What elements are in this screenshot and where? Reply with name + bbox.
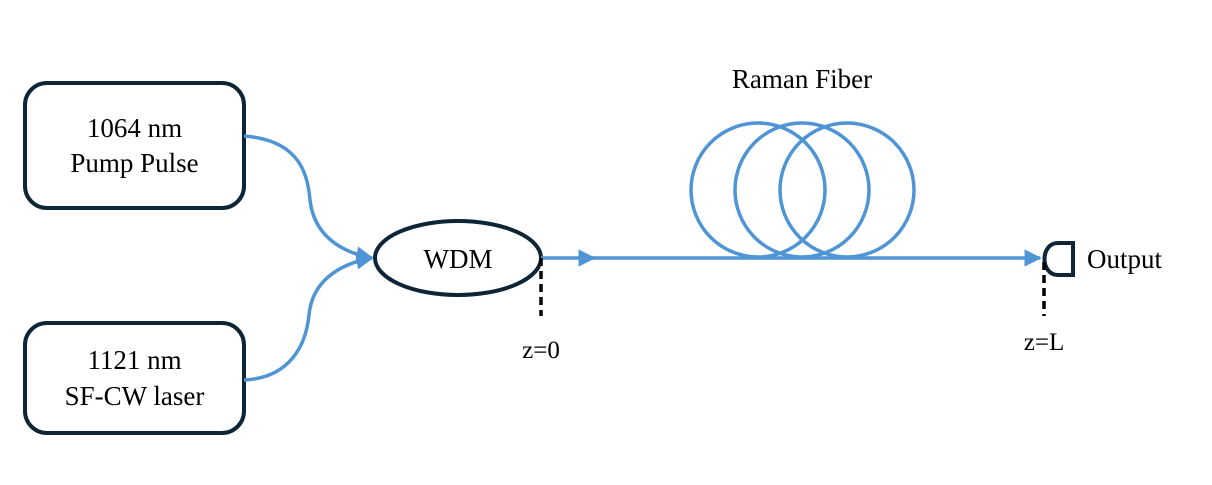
zL-label: z=L [1024, 329, 1064, 356]
output-label: Output [1087, 244, 1163, 274]
raman-fiber-coil [689, 121, 916, 259]
wdm-label: WDM [424, 244, 493, 274]
z0-label: z=0 [522, 337, 560, 364]
detector-icon [1042, 241, 1075, 277]
cw-laser-box [23, 321, 246, 435]
fiber-loop-3 [778, 121, 916, 259]
fiber-loop-1 [689, 121, 827, 259]
fiber-loop-2 [733, 121, 871, 259]
cw-laser-label: SF-CW laser [65, 381, 205, 411]
cw-to-wdm-fiber [243, 252, 374, 382]
cw-laser-wavelength: 1121 nm [87, 345, 181, 375]
wdm-coupler: WDM [373, 219, 543, 297]
pump-pulse-source: 1064 nm Pump Pulse [23, 81, 246, 210]
cw-laser-source: 1121 nm SF-CW laser [23, 321, 246, 435]
pump-pulse-box [23, 81, 246, 210]
output-detector: Output [1042, 241, 1163, 277]
pump-pulse-label: Pump Pulse [70, 148, 198, 178]
raman-fiber-label: Raman Fiber [732, 64, 872, 94]
pump-to-wdm-fiber [243, 134, 374, 264]
pump-pulse-wavelength: 1064 nm [87, 113, 182, 143]
